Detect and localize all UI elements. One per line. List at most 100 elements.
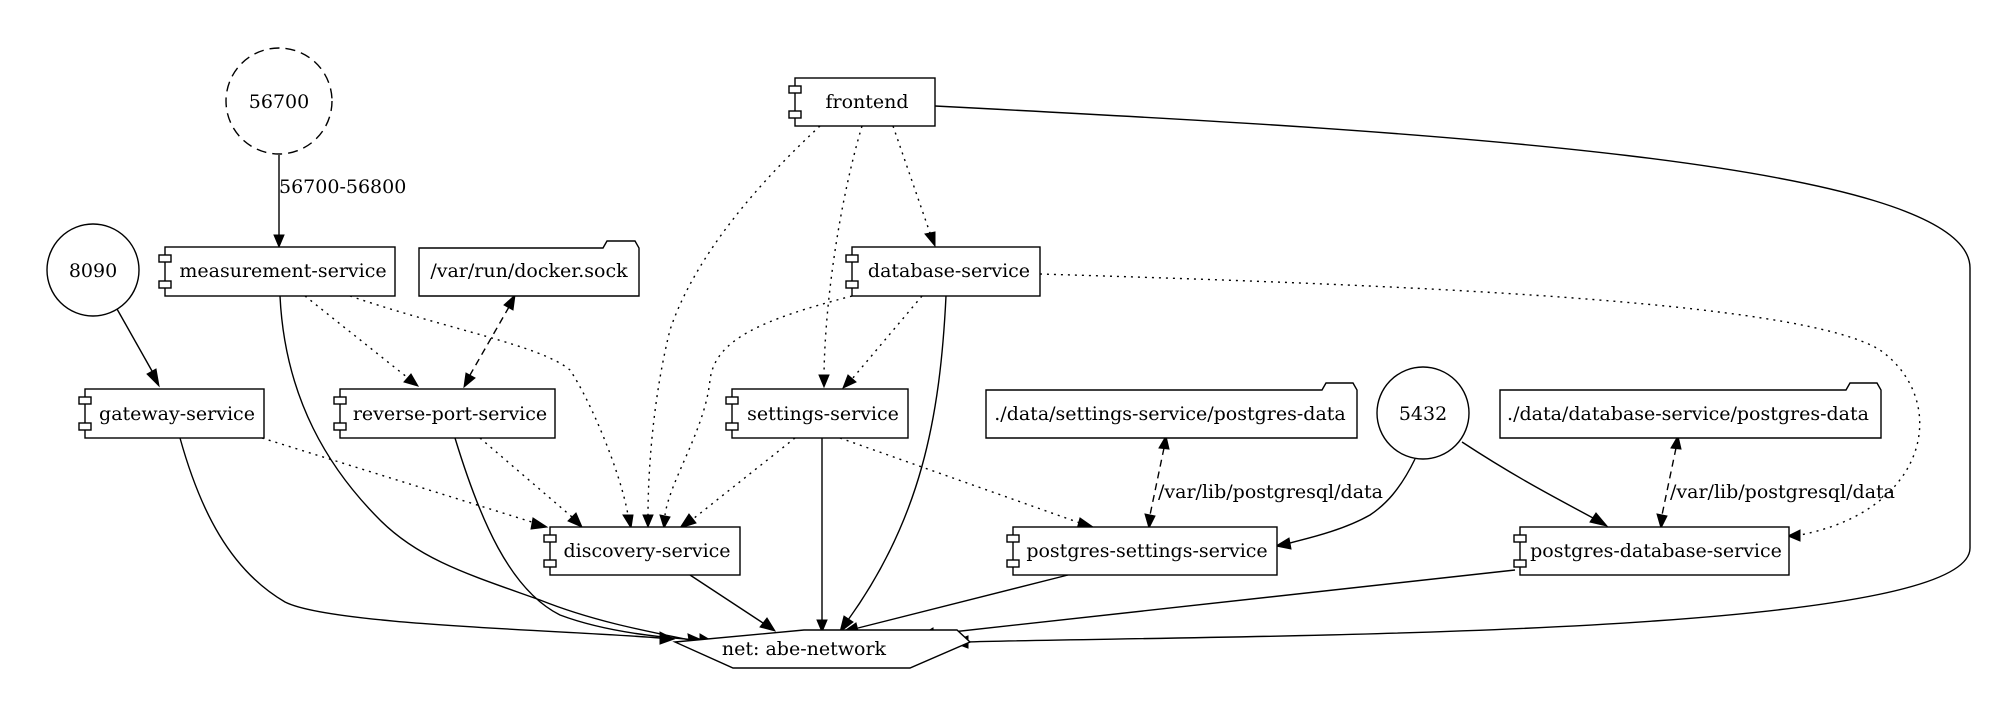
arrowhead xyxy=(1656,513,1668,530)
network-label: net: abe-network xyxy=(722,638,887,660)
edge-frontend-database xyxy=(892,125,931,234)
nodes: 56700 8090 5432 frontend measurement-ser… xyxy=(46,47,1882,669)
arrowhead xyxy=(622,514,634,530)
edge-settings-discovery xyxy=(692,437,796,520)
component-tab-icon xyxy=(725,422,739,431)
folder-shape xyxy=(985,382,1358,439)
port-label: 56700 xyxy=(249,91,309,113)
service-box xyxy=(164,246,396,297)
arrowhead xyxy=(924,231,936,248)
component-tab-icon xyxy=(845,254,859,263)
edge-frontend-settings xyxy=(823,125,863,376)
service-label: discovery-service xyxy=(563,540,730,562)
volume-label: /var/run/docker.sock xyxy=(430,260,628,282)
arrowhead xyxy=(678,513,697,529)
service-node-reverse-port[interactable]: reverse-port-service xyxy=(333,388,556,439)
arrowhead xyxy=(759,617,777,632)
volume-node-database-data[interactable]: ./data/database-service/postgres-data xyxy=(1499,382,1882,439)
component-tab-icon xyxy=(158,254,172,263)
arrowhead xyxy=(1144,513,1156,530)
edge-8090-gateway xyxy=(116,308,153,372)
component-tab-icon xyxy=(78,422,92,431)
arrowhead xyxy=(842,374,857,389)
arrowhead xyxy=(818,374,830,389)
service-node-discovery[interactable]: discovery-service xyxy=(543,526,741,576)
volume-label: ./data/settings-service/postgres-data xyxy=(994,403,1345,425)
service-label: gateway-service xyxy=(99,403,255,425)
arrowhead xyxy=(659,514,671,530)
service-label: frontend xyxy=(825,91,908,113)
edge-discovery-network xyxy=(689,574,764,624)
component-tab-icon xyxy=(1513,534,1527,543)
service-label: database-service xyxy=(868,260,1030,282)
arrowhead xyxy=(1589,512,1609,527)
network-hexagon xyxy=(672,629,972,669)
component-tab-icon xyxy=(845,280,859,289)
edge-database-settings xyxy=(851,295,923,380)
edge-measurement-discovery xyxy=(349,295,629,516)
edge-measurement-network xyxy=(279,295,691,641)
edge-label-database-mount: /var/lib/postgresql/data xyxy=(1670,481,1895,503)
service-node-measurement[interactable]: measurement-service xyxy=(158,246,396,297)
port-label: 5432 xyxy=(1399,403,1447,425)
arrowhead xyxy=(1158,434,1170,450)
port-node-56700[interactable]: 56700 xyxy=(225,47,333,155)
edge-5432-postgres-database xyxy=(1461,441,1594,519)
edge-database-network xyxy=(847,295,947,621)
edge-postgres-database-network xyxy=(933,569,1516,635)
network-node-abe-network[interactable]: net: abe-network xyxy=(672,629,972,669)
arrowhead xyxy=(403,373,420,387)
service-node-postgres-database[interactable]: postgres-database-service xyxy=(1513,526,1790,576)
service-box xyxy=(549,526,741,576)
component-tab-icon xyxy=(78,396,92,405)
edge-measurement-reverse-port xyxy=(304,295,409,379)
volume-node-settings-data[interactable]: ./data/settings-service/postgres-data xyxy=(985,382,1358,439)
component-tab-icon xyxy=(725,396,739,405)
volume-node-docker-sock[interactable]: /var/run/docker.sock xyxy=(418,240,640,297)
service-node-gateway[interactable]: gateway-service xyxy=(78,388,265,439)
edge-settings-postgres-settings xyxy=(839,437,1081,524)
component-tab-icon xyxy=(158,280,172,289)
edge-gateway-network xyxy=(179,437,661,639)
edge-postgres-settings-network xyxy=(857,574,1069,629)
component-tab-icon xyxy=(1513,559,1527,568)
arrowhead xyxy=(1670,434,1682,450)
edge-5432-postgres-settings xyxy=(1289,458,1416,544)
edge-label-port-range: 56700-56800 xyxy=(279,176,406,198)
service-box xyxy=(339,388,556,439)
arrowhead xyxy=(642,514,654,529)
service-label: measurement-service xyxy=(179,260,386,282)
component-tab-icon xyxy=(543,559,557,568)
service-label: reverse-port-service xyxy=(353,403,547,425)
service-box xyxy=(84,388,265,439)
service-box xyxy=(1519,526,1790,576)
port-circle xyxy=(46,223,140,317)
service-box xyxy=(794,77,936,127)
arrowhead xyxy=(530,517,549,530)
service-box xyxy=(731,388,909,439)
service-node-settings[interactable]: settings-service xyxy=(725,388,909,439)
arrowhead xyxy=(567,512,583,528)
edge-frontend-discovery xyxy=(647,125,821,516)
arrowhead xyxy=(503,293,516,311)
service-node-frontend[interactable]: frontend xyxy=(788,77,936,127)
port-node-5432[interactable]: 5432 xyxy=(1376,366,1470,460)
edge-label-settings-mount: /var/lib/postgresql/data xyxy=(1158,481,1383,503)
port-node-8090[interactable]: 8090 xyxy=(46,223,140,317)
component-tab-icon xyxy=(333,396,347,405)
service-box xyxy=(1012,526,1278,576)
component-tab-icon xyxy=(543,534,557,543)
arrowhead xyxy=(1786,529,1801,542)
service-label: settings-service xyxy=(747,403,899,425)
arrowhead xyxy=(146,368,160,388)
edges: 56700-56800 xyxy=(116,105,1971,649)
service-node-database[interactable]: database-service xyxy=(845,246,1041,297)
component-tab-icon xyxy=(788,110,802,119)
service-node-postgres-settings[interactable]: postgres-settings-service xyxy=(1006,526,1278,576)
arrowhead xyxy=(1274,537,1292,550)
port-label: 8090 xyxy=(69,260,117,282)
component-tab-icon xyxy=(1006,534,1020,543)
arrowhead xyxy=(463,372,476,389)
service-label: postgres-settings-service xyxy=(1026,540,1267,562)
